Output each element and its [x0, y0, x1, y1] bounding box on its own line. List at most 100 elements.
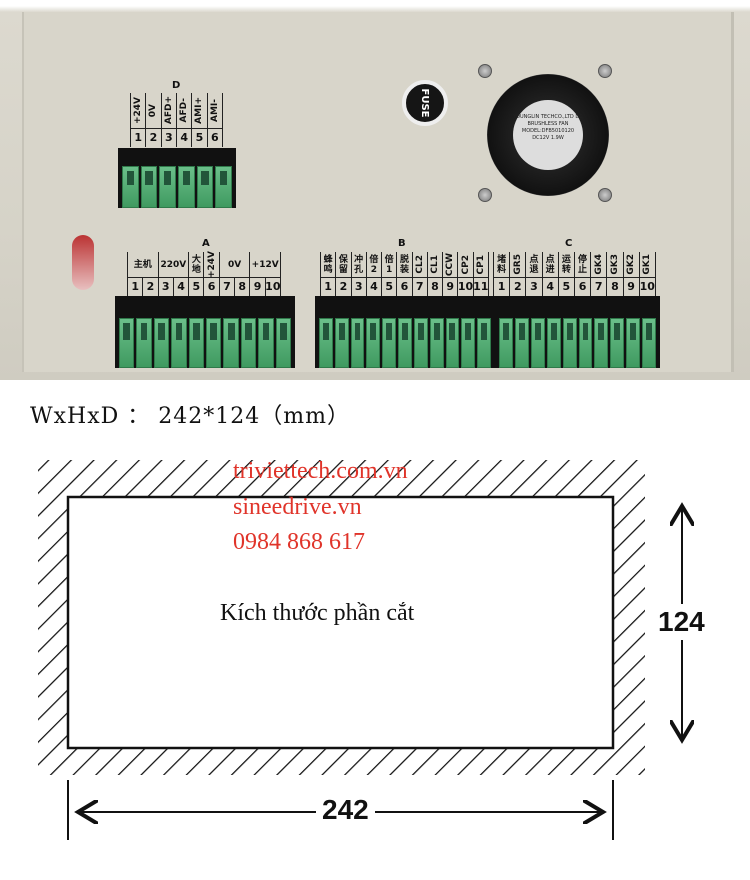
- terminal-pin: [477, 317, 491, 368]
- cooling-fan: YOUNGLIN TECHCO.,LTD DC BRUSHLESS FAN MO…: [487, 74, 609, 196]
- terminal-pin: [413, 317, 428, 368]
- terminal-number: 8: [426, 278, 442, 296]
- terminal-c-title: C: [565, 238, 573, 249]
- fuse-holder: FUSE: [402, 80, 448, 126]
- terminal-label: 运转: [561, 254, 571, 275]
- terminal-number: 6: [396, 278, 411, 296]
- cutout-label: Kích thước phần cắt: [220, 600, 415, 626]
- ground-screw-icon: [72, 235, 94, 290]
- terminal-label: 蜂鸣: [323, 254, 333, 275]
- terminal-pin: [398, 317, 412, 368]
- terminal-label: GK4: [593, 254, 604, 275]
- screw-icon: [478, 188, 492, 202]
- terminal-pin: [215, 166, 233, 208]
- terminal-b-title: B: [398, 238, 406, 249]
- terminal-number: 9: [249, 278, 264, 296]
- terminal-group: 保留 2: [335, 252, 351, 296]
- terminal-label: 点进: [545, 254, 555, 275]
- terminal-number: 9: [622, 278, 639, 296]
- terminal-number: 5: [188, 278, 203, 296]
- screw-icon: [598, 64, 612, 78]
- terminal-number: 11: [472, 278, 488, 296]
- terminal-number: 9: [442, 278, 457, 296]
- terminal-pin: [178, 166, 195, 208]
- terminal-pin: [642, 317, 657, 368]
- height-value: 124: [656, 604, 707, 640]
- terminal-group: +24V 1: [130, 93, 146, 147]
- terminal-number: 5: [381, 278, 396, 296]
- terminal-pin: [206, 317, 222, 368]
- cutout-diagram: [38, 460, 750, 840]
- terminal-label: 停止: [578, 254, 588, 275]
- terminal-number: 6: [206, 129, 222, 147]
- terminal-number: 1: [493, 278, 509, 296]
- terminal-number: 1: [130, 129, 145, 147]
- terminal-group: AMI- 6: [206, 93, 222, 147]
- terminal-group: AMI+5: [191, 93, 207, 147]
- screw-icon: [598, 188, 612, 202]
- terminal-pin: [171, 317, 187, 368]
- terminal-number: 3: [157, 278, 173, 296]
- terminal-group: AFD-4: [175, 93, 192, 147]
- terminal-pin: [258, 317, 274, 368]
- terminal-number: 10: [638, 278, 655, 296]
- terminal-number: 4: [365, 278, 381, 296]
- terminal-d-title: D: [172, 80, 181, 91]
- terminal-label: AMI-: [209, 98, 220, 122]
- terminal-label: GK3: [609, 254, 620, 275]
- terminal-label: 保留: [338, 254, 348, 275]
- terminal-number: 2: [142, 278, 157, 296]
- terminal-number: 4: [175, 129, 191, 147]
- terminal-label: 倍2: [369, 254, 379, 275]
- terminal-pin: [240, 317, 257, 368]
- terminal-pin: [122, 166, 139, 208]
- terminal-number: 3: [350, 278, 366, 296]
- terminal-label: +12V: [251, 259, 279, 270]
- terminal-pin: [562, 317, 577, 368]
- terminal-pin: [140, 166, 158, 208]
- terminal-number: 2: [335, 278, 350, 296]
- terminal-label: +24V: [133, 96, 144, 125]
- terminal-number: 7: [218, 278, 234, 296]
- terminal-label: AFD+: [163, 96, 174, 125]
- terminal-label: +24V: [206, 250, 217, 279]
- terminal-number: 3: [525, 278, 541, 296]
- terminal-pin: [223, 317, 239, 368]
- terminal-b-connector: [315, 296, 495, 368]
- terminal-number: 1: [127, 278, 142, 296]
- terminal-pin: [334, 317, 349, 368]
- terminal-label: 0V: [148, 103, 159, 118]
- terminal-pin: [610, 317, 625, 368]
- terminal-label: 0V: [227, 259, 242, 270]
- terminal-pin: [196, 166, 214, 208]
- terminal-number: 10: [264, 278, 280, 296]
- width-value: 242: [316, 794, 375, 826]
- terminal-pin: [136, 317, 152, 368]
- terminal-pin: [578, 317, 593, 368]
- terminal-pin: [153, 317, 170, 368]
- terminal-pin: [366, 317, 381, 368]
- terminal-pin: [594, 317, 609, 368]
- terminal-pin: [382, 317, 397, 368]
